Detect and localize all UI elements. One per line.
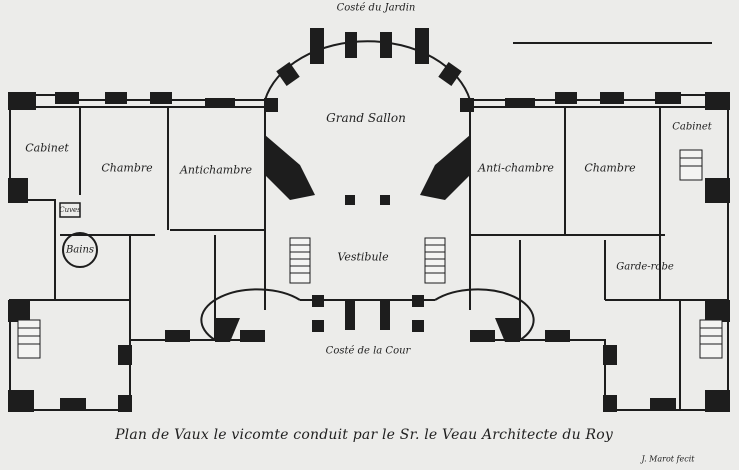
label-antichambre-left: Antichambre: [179, 163, 253, 177]
label-garderobe: Garde-robe: [616, 261, 674, 273]
label-vestibule: Vestibule: [337, 250, 389, 264]
engraver-signature: J. Marot fecit: [641, 454, 695, 464]
label-bains: Bains: [65, 244, 95, 256]
label-cabinet-left: Cabinet: [25, 141, 69, 155]
label-garden-side: Costé du Jardin: [336, 2, 416, 14]
label-cuves: Cuves: [59, 206, 81, 214]
label-cabinet-right: Cabinet: [672, 121, 712, 133]
plan-caption: Plan de Vaux le vicomte conduit par le S…: [115, 427, 613, 443]
label-chambre-right: Chambre: [584, 161, 636, 175]
thick-walls: [8, 28, 730, 412]
label-antichambre-right: Anti-chambre: [478, 161, 554, 175]
cuves-box: [59, 202, 81, 218]
label-court-side: Costé de la Cour: [325, 345, 411, 357]
label-grand-salon: Grand Sallon: [326, 111, 406, 125]
stairs: [17, 149, 723, 359]
bath-basin: [62, 232, 98, 268]
label-chambre-left: Chambre: [101, 161, 153, 175]
